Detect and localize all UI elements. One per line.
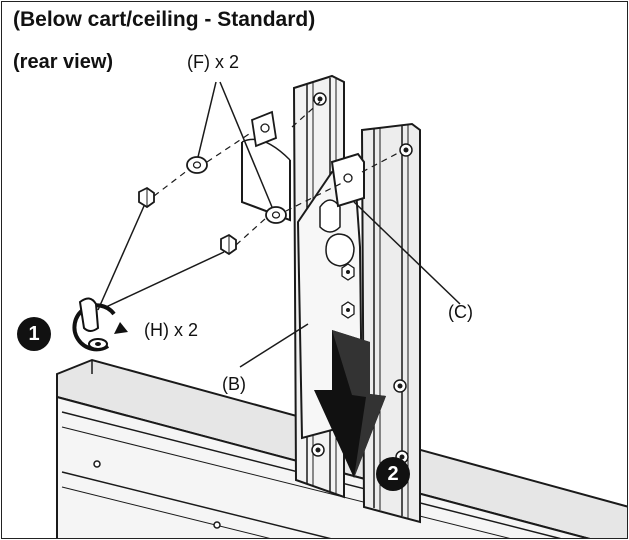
callout-bolt-h: (H) x 2 bbox=[144, 320, 198, 340]
page-subtitle: (rear view) bbox=[13, 51, 114, 73]
hook-bracket bbox=[241, 110, 291, 222]
step-1-badge: 1 bbox=[17, 317, 51, 351]
washer-f-upper bbox=[186, 156, 208, 174]
rotate-wrench-icon bbox=[72, 297, 128, 352]
slide-down-arrow bbox=[314, 330, 386, 478]
callout-bracket-c: (C) bbox=[448, 302, 473, 322]
step-2-badge: 2 bbox=[376, 457, 410, 491]
washer-f-lower bbox=[265, 206, 287, 224]
callout-upright-b: (B) bbox=[222, 374, 246, 394]
alignment-lines bbox=[153, 101, 401, 246]
page-title: (Below cart/ceiling - Standard) bbox=[13, 8, 316, 31]
bolt-h-lower bbox=[220, 233, 237, 256]
bolt-h-upper bbox=[138, 186, 155, 209]
leader-lines bbox=[97, 81, 461, 368]
callout-washer-f: (F) x 2 bbox=[187, 52, 239, 72]
